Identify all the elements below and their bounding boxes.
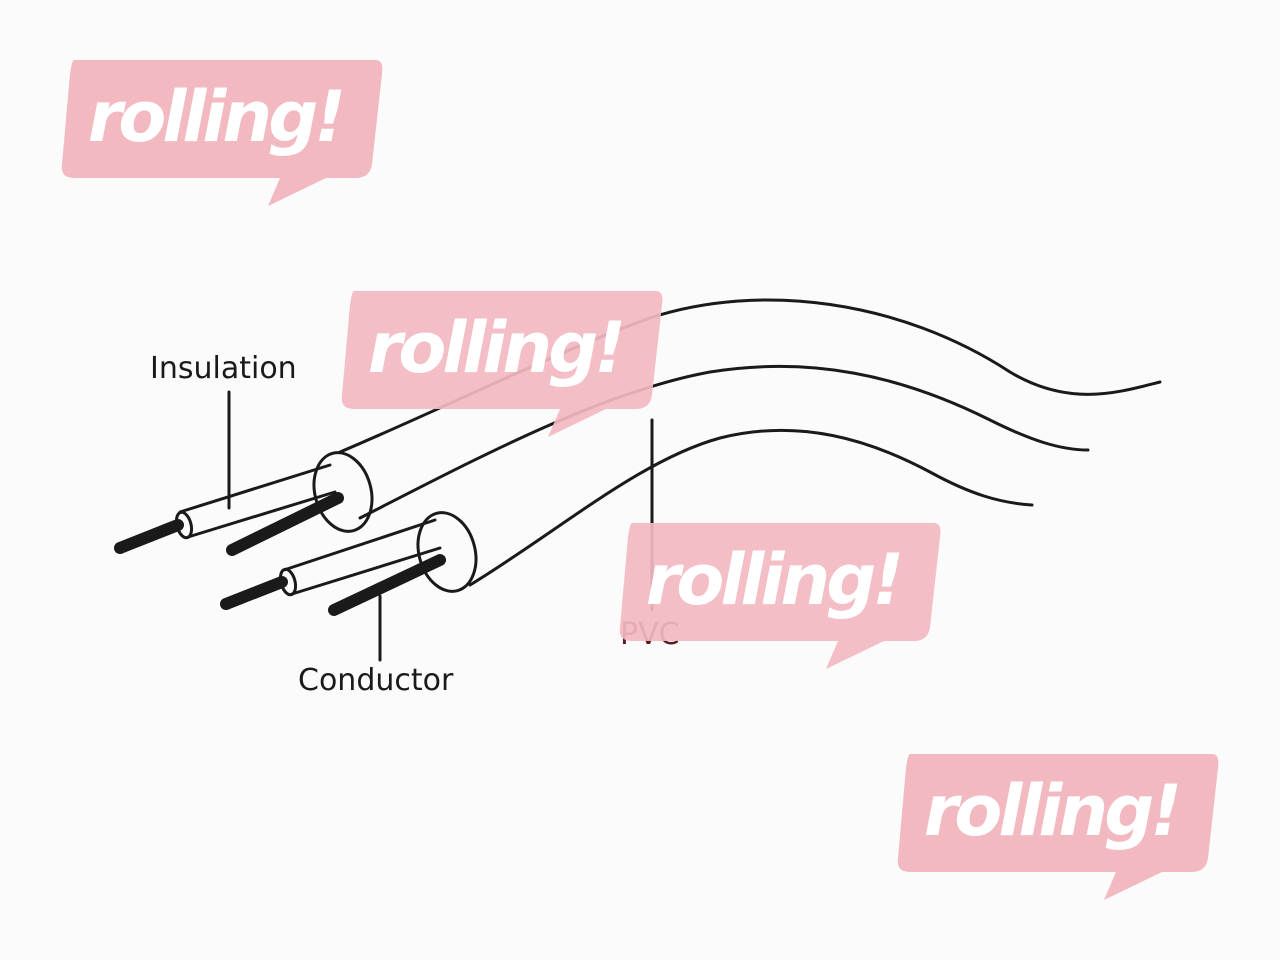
conductor-4 bbox=[328, 554, 446, 616]
watermark-rolling-3: rolling! bbox=[618, 523, 942, 673]
upper-insulated-core bbox=[178, 463, 337, 539]
lower-insulated-core bbox=[282, 518, 442, 596]
conductor-1 bbox=[114, 519, 184, 554]
conductor-label: Conductor bbox=[298, 663, 454, 698]
watermark-rolling-1: rolling! bbox=[60, 60, 384, 210]
lower-sheath-end bbox=[416, 511, 478, 593]
watermark-text: rolling! bbox=[923, 770, 1182, 852]
watermark-rolling-2: rolling! bbox=[340, 291, 664, 441]
conductor-3 bbox=[220, 576, 288, 610]
insulation-label: Insulation bbox=[150, 351, 297, 386]
pvc-jacket-mid-line bbox=[358, 364, 1090, 520]
upper-sheath-end bbox=[312, 451, 374, 533]
watermark-text: rolling! bbox=[645, 539, 904, 621]
watermark-rolling-4: rolling! bbox=[896, 754, 1220, 904]
pvc-jacket-bottom-line bbox=[468, 428, 1034, 587]
watermark-text: rolling! bbox=[367, 307, 626, 389]
watermark-text: rolling! bbox=[87, 76, 346, 158]
conductor-2 bbox=[226, 492, 344, 556]
